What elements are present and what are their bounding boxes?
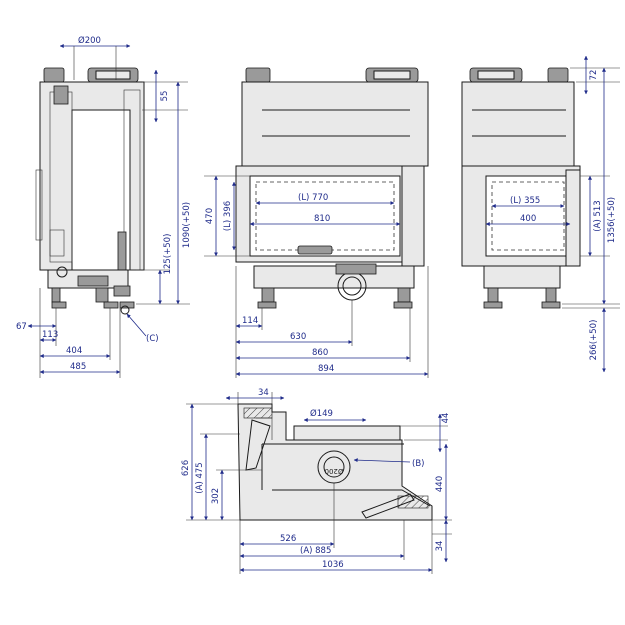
top-dim-626: 626 xyxy=(181,460,191,476)
top-dim-a475: (A) 475 xyxy=(195,462,205,493)
front-dim-470: 470 xyxy=(205,208,215,224)
side-dim-67: 67 xyxy=(16,322,27,332)
side-label-c: (C) xyxy=(146,334,159,344)
top-dim-149: Ø149 xyxy=(310,408,333,419)
top-view: Ø200 34 Ø149 44 (B) 626 (A) 475 302 440 … xyxy=(181,388,452,574)
right-view: (L) 355 400 72 1356(+50) (A) 513 266(+50… xyxy=(461,55,620,373)
top-dim-526: 526 xyxy=(280,534,296,544)
side-dim-flue-diameter: Ø200 xyxy=(78,35,101,46)
top-dim-34a: 34 xyxy=(258,388,269,398)
front-dim-810: 810 xyxy=(314,214,330,224)
side-dim-125: 125(+50) xyxy=(163,234,173,275)
top-label-b: (B) xyxy=(412,459,424,469)
top-label-flue: Ø200 xyxy=(325,467,344,475)
top-dim-302: 302 xyxy=(211,488,221,504)
side-dim-1090: 1090(+50) xyxy=(182,202,192,248)
top-dim-34b: 34 xyxy=(435,541,445,552)
side-dim-113: 113 xyxy=(42,330,58,340)
front-dim-l396: (L) 396 xyxy=(223,201,233,231)
front-view: (L) 770 810 470 (L) 396 114 630 860 894 xyxy=(204,67,429,378)
right-dim-400: 400 xyxy=(520,214,536,224)
front-dim-114: 114 xyxy=(242,316,258,326)
right-dim-266: 266(+50) xyxy=(589,320,599,361)
side-dim-404: 404 xyxy=(66,346,82,356)
side-dim-55: 55 xyxy=(160,91,170,102)
right-dim-1356: 1356(+50) xyxy=(607,197,617,243)
front-dim-l770: (L) 770 xyxy=(298,193,328,203)
side-view: Ø200 55 1090(+50) 125(+50) 67 113 404 48… xyxy=(16,35,192,378)
front-dim-894: 894 xyxy=(318,364,334,374)
right-dim-72: 72 xyxy=(589,70,599,81)
top-dim-1036: 1036 xyxy=(322,560,344,570)
right-dim-l355: (L) 355 xyxy=(510,196,540,206)
right-dim-a513: (A) 513 xyxy=(593,200,603,231)
top-dim-440: 440 xyxy=(435,476,445,492)
top-dim-44: 44 xyxy=(441,413,451,424)
front-dim-860: 860 xyxy=(312,348,328,358)
side-dim-485: 485 xyxy=(70,362,86,372)
top-dim-a885: (A) 885 xyxy=(300,546,331,556)
front-dim-630: 630 xyxy=(290,332,306,342)
